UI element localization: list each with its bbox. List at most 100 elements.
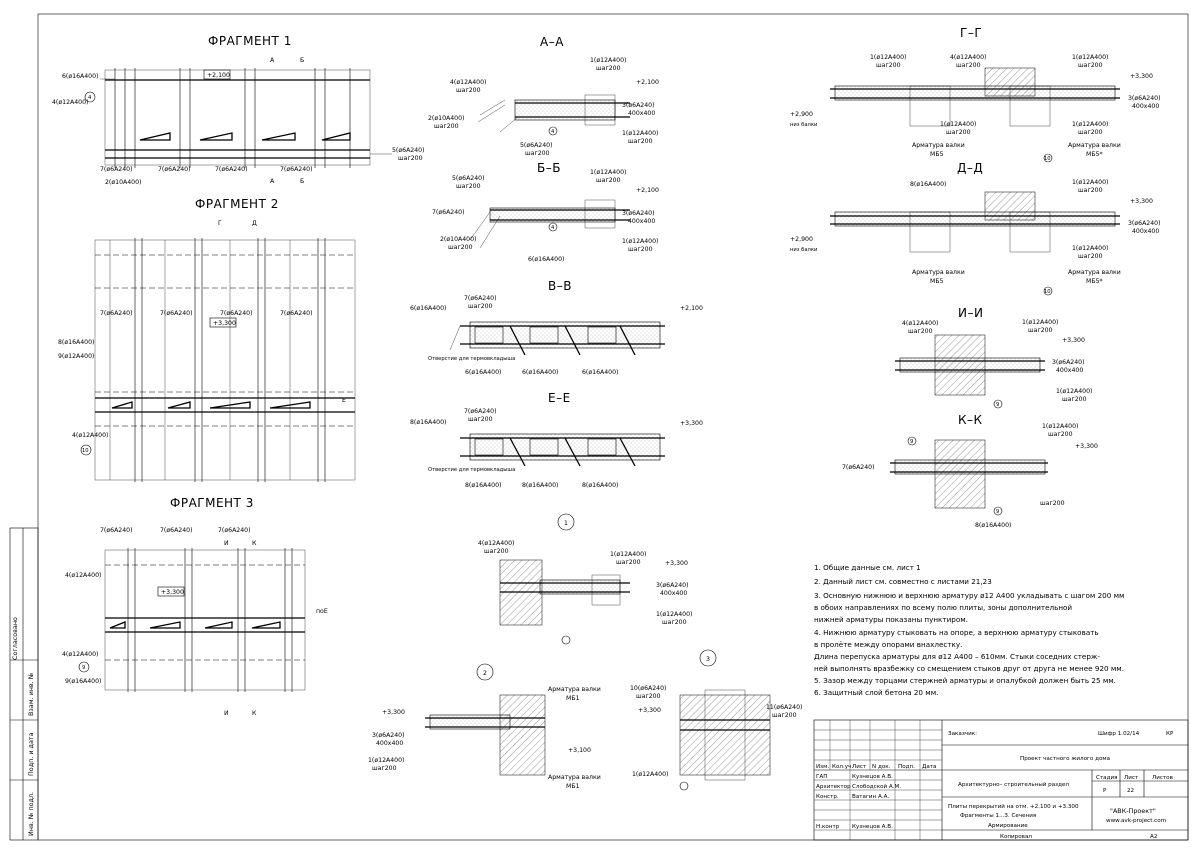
ee-b3: 8(ø16А400) <box>582 482 618 489</box>
tb-title2: Фрагменты 1...3. Сечения <box>960 813 1036 819</box>
ii-l2: шаг200 <box>908 328 933 335</box>
gg-l5: 1(ø12А400) <box>1072 54 1108 61</box>
u2-l7: Арматура валки <box>548 774 601 781</box>
fragment-1: ФРАГМЕНТ 1 +2,100 6(ø16А400) 4 4(ø12А400… <box>52 34 425 186</box>
f2-r1: 7(ø6А240) <box>100 310 133 317</box>
note-6: в пролёте между опорами внахлестку. <box>814 640 962 649</box>
tb-project: Проект частного жилого дома <box>1020 756 1110 762</box>
section-ee-title: Е–Е <box>548 391 571 405</box>
dd-l8: Арматура валки <box>912 269 965 276</box>
tb-title1: Плиты перекрытий на отм. +2.100 и +3.300 <box>948 803 1079 810</box>
gg-l15: Арматура валки <box>1068 142 1121 149</box>
f3-sec-i: И <box>224 540 229 547</box>
gg-l12: шаг200 <box>1078 129 1103 136</box>
vv-hole: Отверстие для термовкладыша <box>428 356 515 362</box>
ii-l3: 1(ø12А400) <box>1022 319 1058 326</box>
svg-text:А: А <box>270 178 275 185</box>
f1-b1: 7(ø6А240) <box>100 166 133 173</box>
vv-l2: шаг200 <box>468 303 493 310</box>
section-kk-title: К–К <box>958 413 983 427</box>
f1-b2: 7(ø6А240) <box>158 166 191 173</box>
vv-b1: 6(ø16А400) <box>465 369 501 376</box>
ee-hole: Отверстие для термовкладыша <box>428 467 515 473</box>
node-3-number: 3 <box>706 656 710 663</box>
bb-l3: 7(ø6А240) <box>432 209 465 216</box>
vv-l3: 6(ø16А400) <box>410 305 446 312</box>
f2-left1: 8(ø16А400) <box>58 339 94 346</box>
u3-l3: 11(ø6А240) <box>766 704 802 711</box>
f3-t1: 7(ø6А240) <box>100 527 133 534</box>
ee-l1: 7(ø6А240) <box>464 408 497 415</box>
u2-l1: Арматура валки <box>548 686 601 693</box>
u3-elev: +3,300 <box>638 707 661 714</box>
bb-l10: 400х400 <box>628 218 655 225</box>
f3-poe: поЕ <box>316 608 328 615</box>
ee-elev: +3,300 <box>680 420 703 427</box>
dd-elev2: +2,900 <box>790 236 813 243</box>
gg-l8: 400х400 <box>1132 103 1159 110</box>
section-ii: И–И 9 4(ø12А400) шаг200 1(ø12А400) шаг20… <box>895 306 1092 409</box>
tb-r3-role: Констр. <box>816 794 839 800</box>
tb-r2-name: Слободской А.М. <box>852 783 901 790</box>
u1-l2: шаг200 <box>484 548 509 555</box>
f1-elev: +2,100 <box>207 72 230 79</box>
tb-format: А2 <box>1150 834 1157 840</box>
ii-l7: 1(ø12А400) <box>1056 388 1092 395</box>
u1-l4: шаг200 <box>616 559 641 566</box>
f3-left2: 4(ø12А400) <box>62 651 98 658</box>
tb-company: "АВК-Проект" <box>1110 807 1156 815</box>
section-ee: Е–Е 7(ø6А240) шаг200 8(ø16А400) Отверсти… <box>410 391 703 489</box>
u1-l1: 4(ø12А400) <box>478 540 514 547</box>
node-3: 3 10(ø6А240) шаг200 +3,300 11(ø6А240) ша… <box>630 649 802 791</box>
fragment-3-title: ФРАГМЕНТ 3 <box>170 496 254 510</box>
gg-l7: 3(ø6А240) <box>1128 95 1161 102</box>
section-bb-title: Б–Б <box>537 161 561 175</box>
ii-l5: 3(ø6А240) <box>1052 359 1085 366</box>
node-2-number: 2 <box>483 670 487 677</box>
kk-elev: +3,300 <box>1075 443 1098 450</box>
sheet-frame <box>37 13 1189 841</box>
tb-ndok: N док. <box>872 764 891 770</box>
kk-l4: 8(ø16А400) <box>975 522 1011 529</box>
section-bb: Б–Б 4 5(ø6А240) шаг200 7(ø6А240) 2(ø10А4… <box>432 161 659 263</box>
fragment-1-title: ФРАГМЕНТ 1 <box>208 34 292 48</box>
aa-l10: 400х400 <box>628 110 655 117</box>
vv-elev: +2,100 <box>680 305 703 312</box>
kk-l3: 7(ø6А240) <box>842 464 875 471</box>
f1-b3: 7(ø6А240) <box>215 166 248 173</box>
bb-l8: шаг200 <box>596 177 621 184</box>
dd-l10: Арматура валки <box>1068 269 1121 276</box>
dd-l3: шаг200 <box>1078 187 1103 194</box>
section-gg: Г–Г 10 1(ø12А400) шаг200 4(ø12А400) шаг2… <box>790 26 1161 163</box>
u1-l3: 1(ø12А400) <box>610 551 646 558</box>
tb-site: www.avk-project.com <box>1106 818 1166 824</box>
aa-l8: шаг200 <box>596 65 621 72</box>
f1-right1: 5(ø6А240) <box>392 147 425 154</box>
u2-l8: МБ1 <box>566 783 580 790</box>
tb-section: Архитектурно– строительный раздел <box>958 781 1069 788</box>
f2-left3: 4(ø12А400) <box>72 432 108 439</box>
f2-r3: 7(ø6А240) <box>220 310 253 317</box>
u3-l4: шаг200 <box>772 712 797 719</box>
dd-elev1: +3,300 <box>1130 198 1153 205</box>
section-dd-title: Д–Д <box>957 161 983 175</box>
svg-text:И: И <box>224 710 229 717</box>
bb-l7: 1(ø12А400) <box>590 169 626 176</box>
aa-l1: 4(ø12А400) <box>450 79 486 86</box>
svg-text:9: 9 <box>996 402 999 408</box>
ii-l1: 4(ø12А400) <box>902 320 938 327</box>
section-aa: А–А 4 4(ø12А400) шаг200 2(ø10А400) шаг20… <box>428 35 659 157</box>
node-2: 2 Арматура валки МБ1 +3,300 3(ø6А240) 40… <box>368 663 601 790</box>
note-2: 3. Основную нижнюю и верхнюю арматуру ø1… <box>814 591 1124 600</box>
note-1: 2. Данный лист см. совместно с листами 2… <box>814 577 992 586</box>
gg-l11: 1(ø12А400) <box>1072 121 1108 128</box>
svg-text:4: 4 <box>88 95 92 101</box>
dd-elev3: низ балки <box>790 247 817 253</box>
gg-l16: МБ5* <box>1086 151 1103 158</box>
node-1: 1 4(ø12А400) шаг200 1(ø12А400) шаг200 +3… <box>478 513 692 645</box>
gg-l9: 1(ø12А400) <box>940 121 976 128</box>
bb-l1: 5(ø6А240) <box>452 175 485 182</box>
note-4: нижней арматуры показаны пунктиром. <box>814 615 968 624</box>
tb-copied: Копировал <box>1000 834 1032 840</box>
